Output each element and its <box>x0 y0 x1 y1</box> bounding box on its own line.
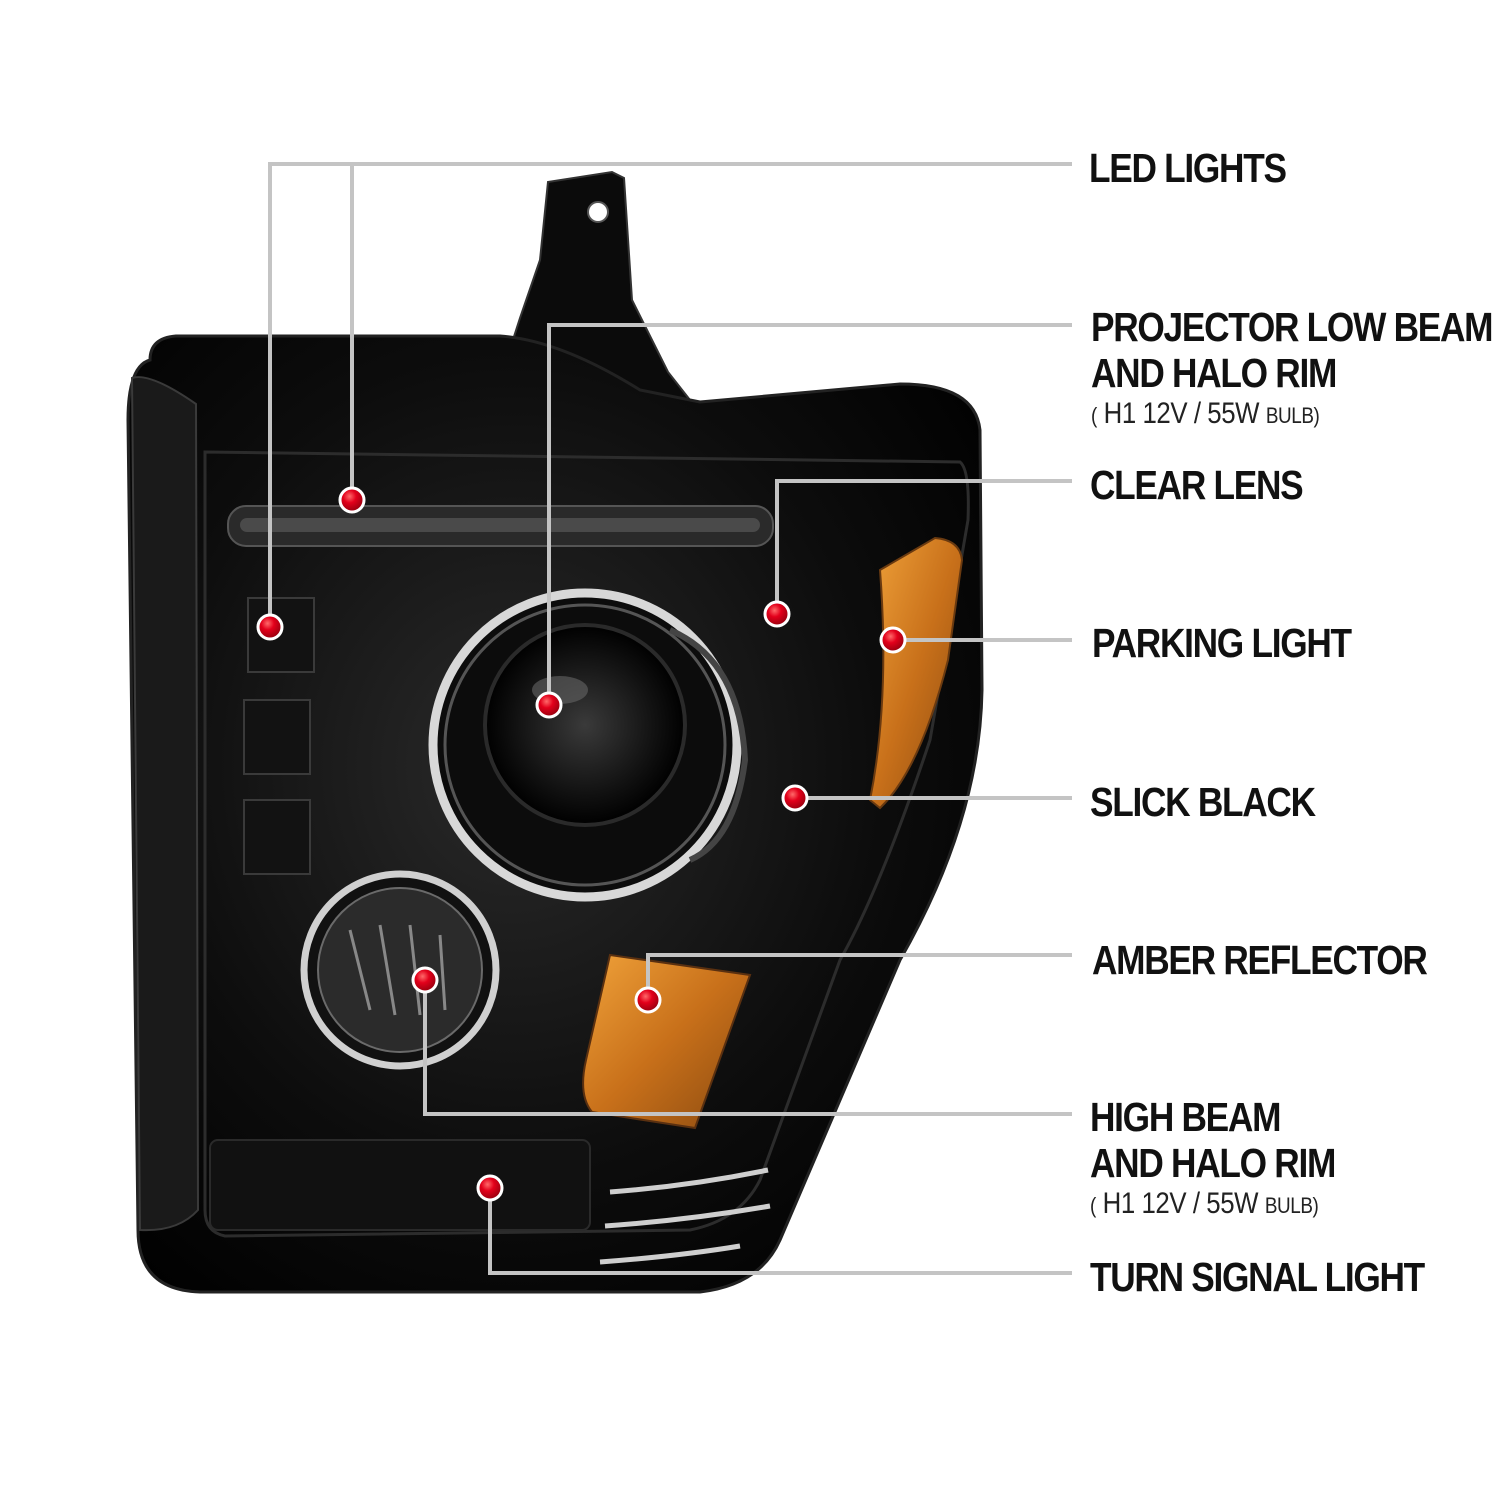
paren-open: ( <box>1091 403 1097 428</box>
projector-barrel <box>668 627 749 863</box>
turn-signal-housing <box>209 1139 591 1231</box>
led-pod-3 <box>243 799 311 875</box>
label-led-lights: LED LIGHTS <box>1089 145 1287 191</box>
marker-projector <box>535 691 563 719</box>
bulb-spec: H1 12V / 55W <box>1103 397 1260 430</box>
marker-slick <box>781 784 809 812</box>
marker-clear <box>763 600 791 628</box>
marker-parking <box>879 626 907 654</box>
marker-led-2 <box>338 486 366 514</box>
led-pod-1 <box>247 597 315 673</box>
marker-amber <box>634 986 662 1014</box>
label-clear-lens-text: CLEAR LENS <box>1090 462 1304 508</box>
label-slick-black-text: SLICK BLACK <box>1090 779 1316 825</box>
label-amber-reflector: AMBER REFLECTOR <box>1092 937 1428 983</box>
leader-line-led-1 <box>268 162 1072 627</box>
label-high-line1: HIGH BEAM <box>1090 1094 1281 1140</box>
label-high-beam: HIGH BEAM AND HALO RIM ( H1 12V / 55W BU… <box>1090 1094 1336 1224</box>
leader-line-clear <box>775 479 1072 614</box>
bracket-hole <box>587 201 609 223</box>
projector-lens <box>483 623 687 827</box>
marker-turn <box>476 1174 504 1202</box>
inner-lens-frame <box>203 450 970 1238</box>
label-slick-black: SLICK BLACK <box>1090 779 1316 825</box>
led-pod-2 <box>243 699 311 775</box>
label-led-lights-text: LED LIGHTS <box>1089 145 1287 191</box>
leader-line-high <box>423 980 1072 1116</box>
high-beam-reflector-lines <box>348 924 447 1016</box>
projector-halo-inner <box>443 603 727 887</box>
label-parking-light: PARKING LIGHT <box>1092 620 1352 666</box>
side-trim <box>130 376 200 1232</box>
label-amber-reflector-text: AMBER REFLECTOR <box>1092 937 1428 983</box>
turn-signal-chrome <box>599 1167 771 1265</box>
label-projector-line2: AND HALO RIM <box>1091 350 1337 396</box>
leader-line-turn <box>488 1188 1072 1275</box>
marker-led-1 <box>256 613 284 641</box>
label-high-spec: ( H1 12V / 55W BULB) <box>1090 1186 1335 1224</box>
label-parking-light-text: PARKING LIGHT <box>1092 620 1352 666</box>
label-high-line2: AND HALO RIM <box>1090 1140 1336 1186</box>
paren-close: ) <box>1312 1193 1319 1218</box>
label-turn-signal-text: TURN SIGNAL LIGHT <box>1090 1254 1425 1300</box>
leader-line-amber <box>646 953 1072 1000</box>
label-clear-lens: CLEAR LENS <box>1090 462 1304 508</box>
label-projector-line1: PROJECTOR LOW BEAM <box>1091 304 1494 350</box>
leader-line-projector <box>547 323 1072 705</box>
amber-reflector <box>582 953 752 1130</box>
paren-close: ) <box>1313 403 1320 428</box>
bulb-spec: H1 12V / 55W <box>1102 1187 1259 1220</box>
high-beam-reflector <box>317 887 483 1053</box>
led-strip-highlight <box>240 518 760 532</box>
label-projector-spec: ( H1 12V / 55W BULB) <box>1091 396 1492 434</box>
parking-light-amber <box>868 536 964 810</box>
marker-high <box>411 966 439 994</box>
bulb-word: BULB <box>1265 403 1314 428</box>
paren-open: ( <box>1090 1193 1096 1218</box>
label-turn-signal-light: TURN SIGNAL LIGHT <box>1090 1254 1425 1300</box>
bulb-word: BULB <box>1264 1193 1313 1218</box>
label-projector-low-beam: PROJECTOR LOW BEAM AND HALO RIM ( H1 12V… <box>1091 304 1494 434</box>
